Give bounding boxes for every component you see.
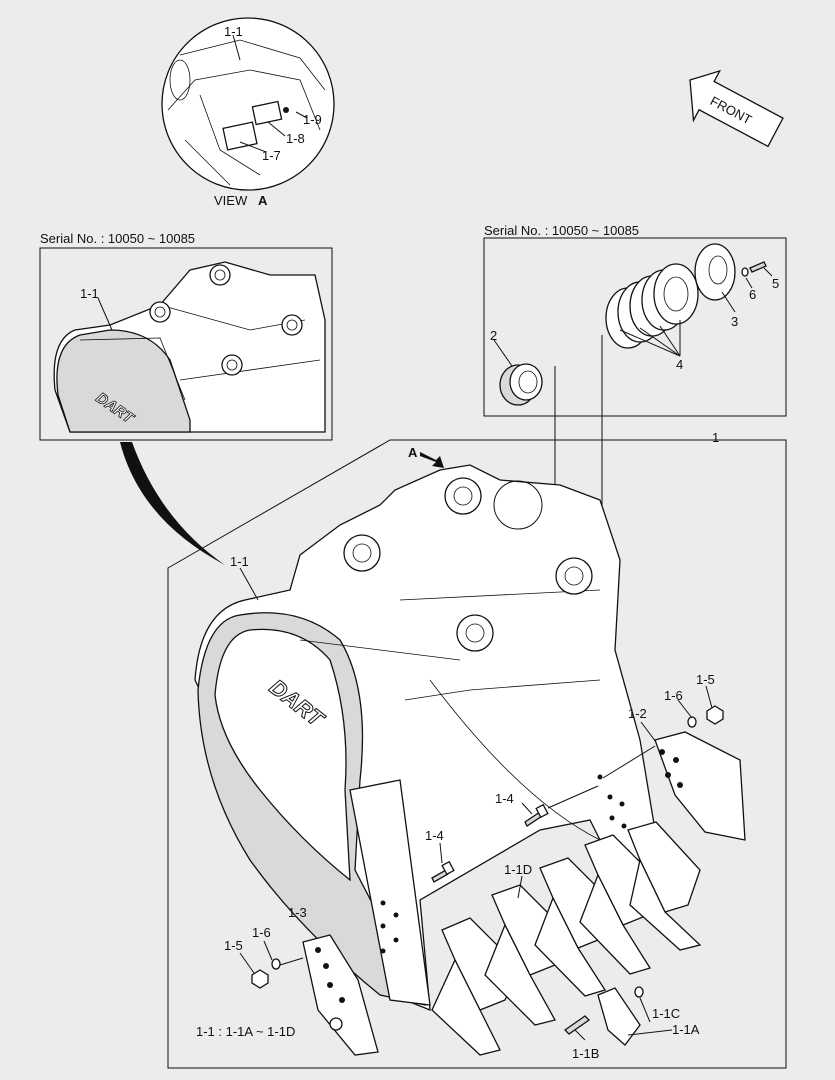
view-a-detail: 1-1 1-9 1-8 1-7 VIEW A [161,17,335,208]
detail-pointer-swoosh [120,442,225,565]
right-label-3: 3 [731,314,738,329]
right-label-6: 6 [749,287,756,302]
front-arrow: FRONT [689,69,784,148]
main-label-1-4-left: 1-4 [425,828,444,843]
main-legend: 1-1 : 1-1A ~ 1-1D [196,1024,295,1039]
main-label-1-6-left: 1-6 [252,925,271,940]
main-label-1: 1 [712,430,719,445]
right-serial-text: Serial No. : 10050 ~ 10085 [484,223,639,238]
right-label-4: 4 [676,357,683,372]
main-label-1-1: 1-1 [230,554,249,569]
view-label-1-1: 1-1 [224,24,243,39]
view-label-1-8: 1-8 [286,131,305,146]
left-serial-box: Serial No. : 10050 ~ 10085 DART 1-1 [39,231,333,441]
right-label-5: 5 [772,276,779,291]
main-label-1-6-right: 1-6 [664,688,683,703]
left-serial-text: Serial No. : 10050 ~ 10085 [40,231,195,246]
right-serial-box: Serial No. : 10050 ~ 10085 2 4 3 6 5 [483,223,787,417]
main-label-1-1a: 1-1A [672,1022,700,1037]
main-label-1-5-left: 1-5 [224,938,243,953]
main-label-1-5-right: 1-5 [696,672,715,687]
left-box-label-1-1: 1-1 [80,286,99,301]
main-label-1-4-right: 1-4 [495,791,514,806]
view-a-marker: A [408,445,418,460]
view-label-1-9: 1-9 [303,112,322,127]
main-label-1-1c: 1-1C [652,1006,680,1021]
right-label-2: 2 [490,328,497,343]
main-label-1-1d: 1-1D [504,862,532,877]
main-assembly: 1 A DART [167,430,787,1069]
main-label-1-3: 1-3 [288,905,307,920]
view-title-prefix: VIEW [214,193,248,208]
view-title-letter: A [258,193,268,208]
main-label-1-1b: 1-1B [572,1046,599,1061]
main-label-1-2: 1-2 [628,706,647,721]
view-label-1-7: 1-7 [262,148,281,163]
